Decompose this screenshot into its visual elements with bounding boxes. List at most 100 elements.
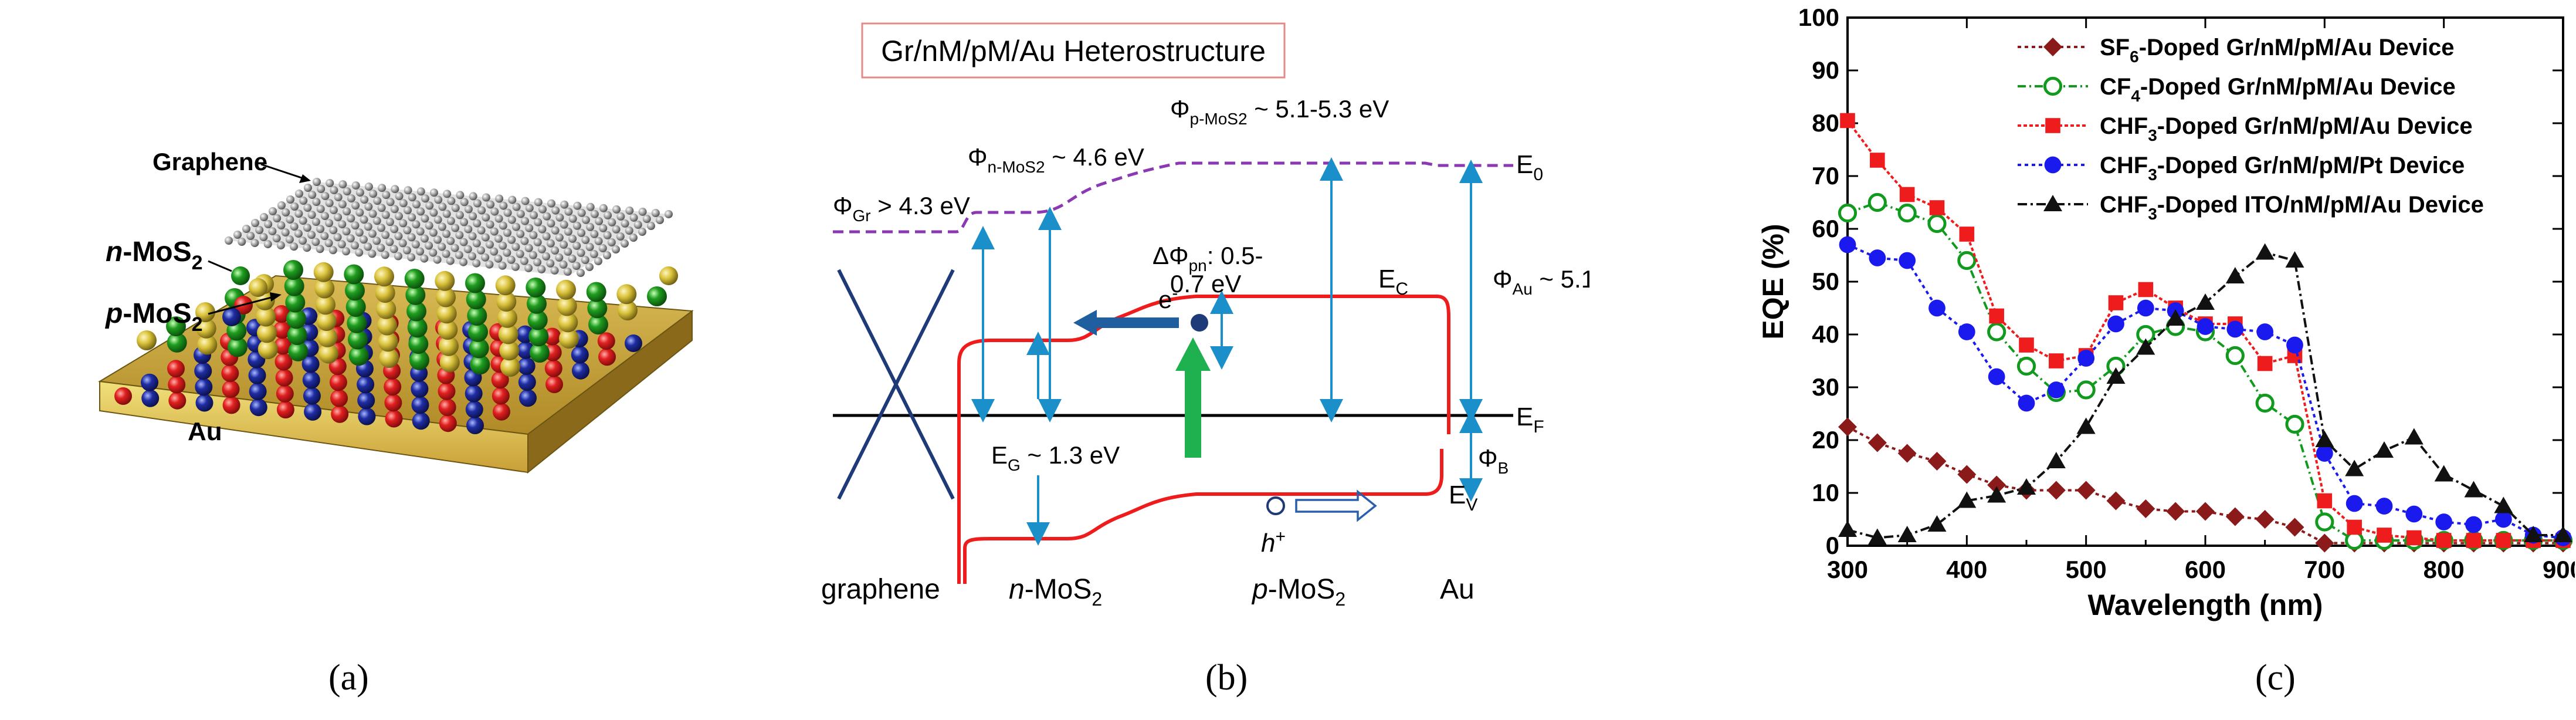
s-atom <box>257 323 277 343</box>
carbon-atom <box>586 202 595 211</box>
carbon-atom <box>551 246 560 255</box>
mo-atom <box>384 394 402 412</box>
s-atom <box>313 262 334 282</box>
label-phi-n-mos2: Φn-MoS2 ~ 4.6 eV <box>968 143 1144 176</box>
carbon-atom <box>342 227 351 236</box>
s-atom <box>376 299 396 319</box>
label-delta-phi-2: 0.7 eV <box>1170 270 1241 298</box>
label-hole: h+ <box>1261 527 1286 557</box>
carbon-atom <box>304 184 312 192</box>
carbon-atom <box>342 247 350 256</box>
carbon-atom <box>355 248 364 257</box>
data-point <box>2255 510 2275 529</box>
carbon-atom <box>391 185 399 194</box>
carbon-atom <box>242 225 250 233</box>
carbon-atom <box>369 190 378 198</box>
carbon-atom <box>381 211 390 219</box>
s-atom <box>436 303 457 324</box>
data-point <box>1897 444 1917 463</box>
carbon-atom <box>460 218 469 227</box>
s-atom <box>314 278 335 299</box>
carbon-atom <box>394 252 402 261</box>
mo-atom <box>438 382 456 400</box>
carbon-atom <box>408 213 416 222</box>
carbon-atom <box>295 190 303 198</box>
mo-atom <box>348 346 369 366</box>
data-point <box>1958 323 1975 340</box>
s-atom <box>571 346 589 364</box>
carbon-atom <box>389 245 398 253</box>
s-atom <box>256 306 276 327</box>
carbon-atom <box>546 259 555 268</box>
carbon-atom <box>378 184 387 192</box>
hole-arrow <box>1295 489 1377 522</box>
bottom-label-n-mos2: n-MoS2 <box>1009 574 1102 610</box>
s-atom <box>249 383 267 401</box>
carbon-atom <box>286 215 294 224</box>
s-atom <box>558 312 578 333</box>
carbon-atom <box>294 229 303 238</box>
atom <box>222 307 241 326</box>
carbon-atom <box>360 235 368 244</box>
carbon-atom <box>355 228 364 237</box>
mo-atom <box>528 326 549 347</box>
carbon-atom <box>329 206 338 215</box>
mo-atom <box>330 389 348 407</box>
data-point <box>2436 533 2452 548</box>
x-tick-label: 800 <box>2424 556 2465 583</box>
carbon-atom <box>316 245 324 253</box>
data-point <box>2345 495 2363 512</box>
data-point <box>2076 481 2096 500</box>
carbon-atom <box>507 255 516 264</box>
carbon-atom <box>625 227 633 235</box>
photon-arrow-head <box>1175 337 1211 371</box>
x-tick-label: 300 <box>1827 556 1868 583</box>
data-point <box>2077 350 2095 367</box>
data-point <box>2347 519 2362 535</box>
caption-a: (a) <box>328 658 369 698</box>
mo-atom <box>530 343 550 363</box>
carbon-atom <box>469 212 477 221</box>
carbon-atom <box>368 209 377 218</box>
carbon-atom <box>633 221 642 229</box>
carbon-atom <box>238 238 246 246</box>
carbon-atom <box>307 211 316 219</box>
carbon-atom <box>638 207 647 216</box>
data-point <box>2048 381 2065 398</box>
legend-entry: CHF3-Doped Gr/nM/pM/Au Device <box>2100 113 2473 144</box>
carbon-atom <box>455 251 463 259</box>
mo-atom <box>273 305 290 323</box>
pointer-p-mos2-head <box>270 292 282 302</box>
carbon-atom <box>525 224 534 232</box>
s-atom <box>141 389 160 407</box>
carbon-atom <box>343 207 351 216</box>
s-atom <box>496 292 517 312</box>
carbon-atom <box>463 245 472 253</box>
data-point <box>1927 452 1947 471</box>
carbon-atom <box>351 181 360 190</box>
s-atom <box>316 311 337 331</box>
carbon-atom <box>277 221 286 230</box>
mo-atom <box>288 341 309 361</box>
s-atom <box>411 396 429 414</box>
carbon-atom <box>421 214 429 223</box>
x-axis-label: Wavelength (nm) <box>2088 589 2323 621</box>
x-tick-label: 700 <box>2304 556 2345 583</box>
data-point <box>1870 153 1885 168</box>
carbon-atom <box>512 202 521 211</box>
carbon-atom <box>430 188 438 197</box>
mo-atom <box>221 364 239 382</box>
label-phi-b: ΦB <box>1478 444 1509 477</box>
data-point <box>1867 192 1887 212</box>
carbon-atom <box>246 232 255 240</box>
mo-atom <box>470 354 490 375</box>
eqe-chart: 3004005006007008009000102030405060708090… <box>1757 4 2576 621</box>
carbon-atom <box>276 241 285 250</box>
graphene-cone-line-2 <box>837 269 955 500</box>
carbon-atom <box>311 238 320 246</box>
data-point <box>2375 498 2393 515</box>
data-point <box>1899 252 1916 269</box>
carbon-atom <box>285 235 294 244</box>
label-delta-phi: ΔΦpn: 0.5- <box>1153 242 1263 275</box>
mo-atom <box>166 316 186 336</box>
